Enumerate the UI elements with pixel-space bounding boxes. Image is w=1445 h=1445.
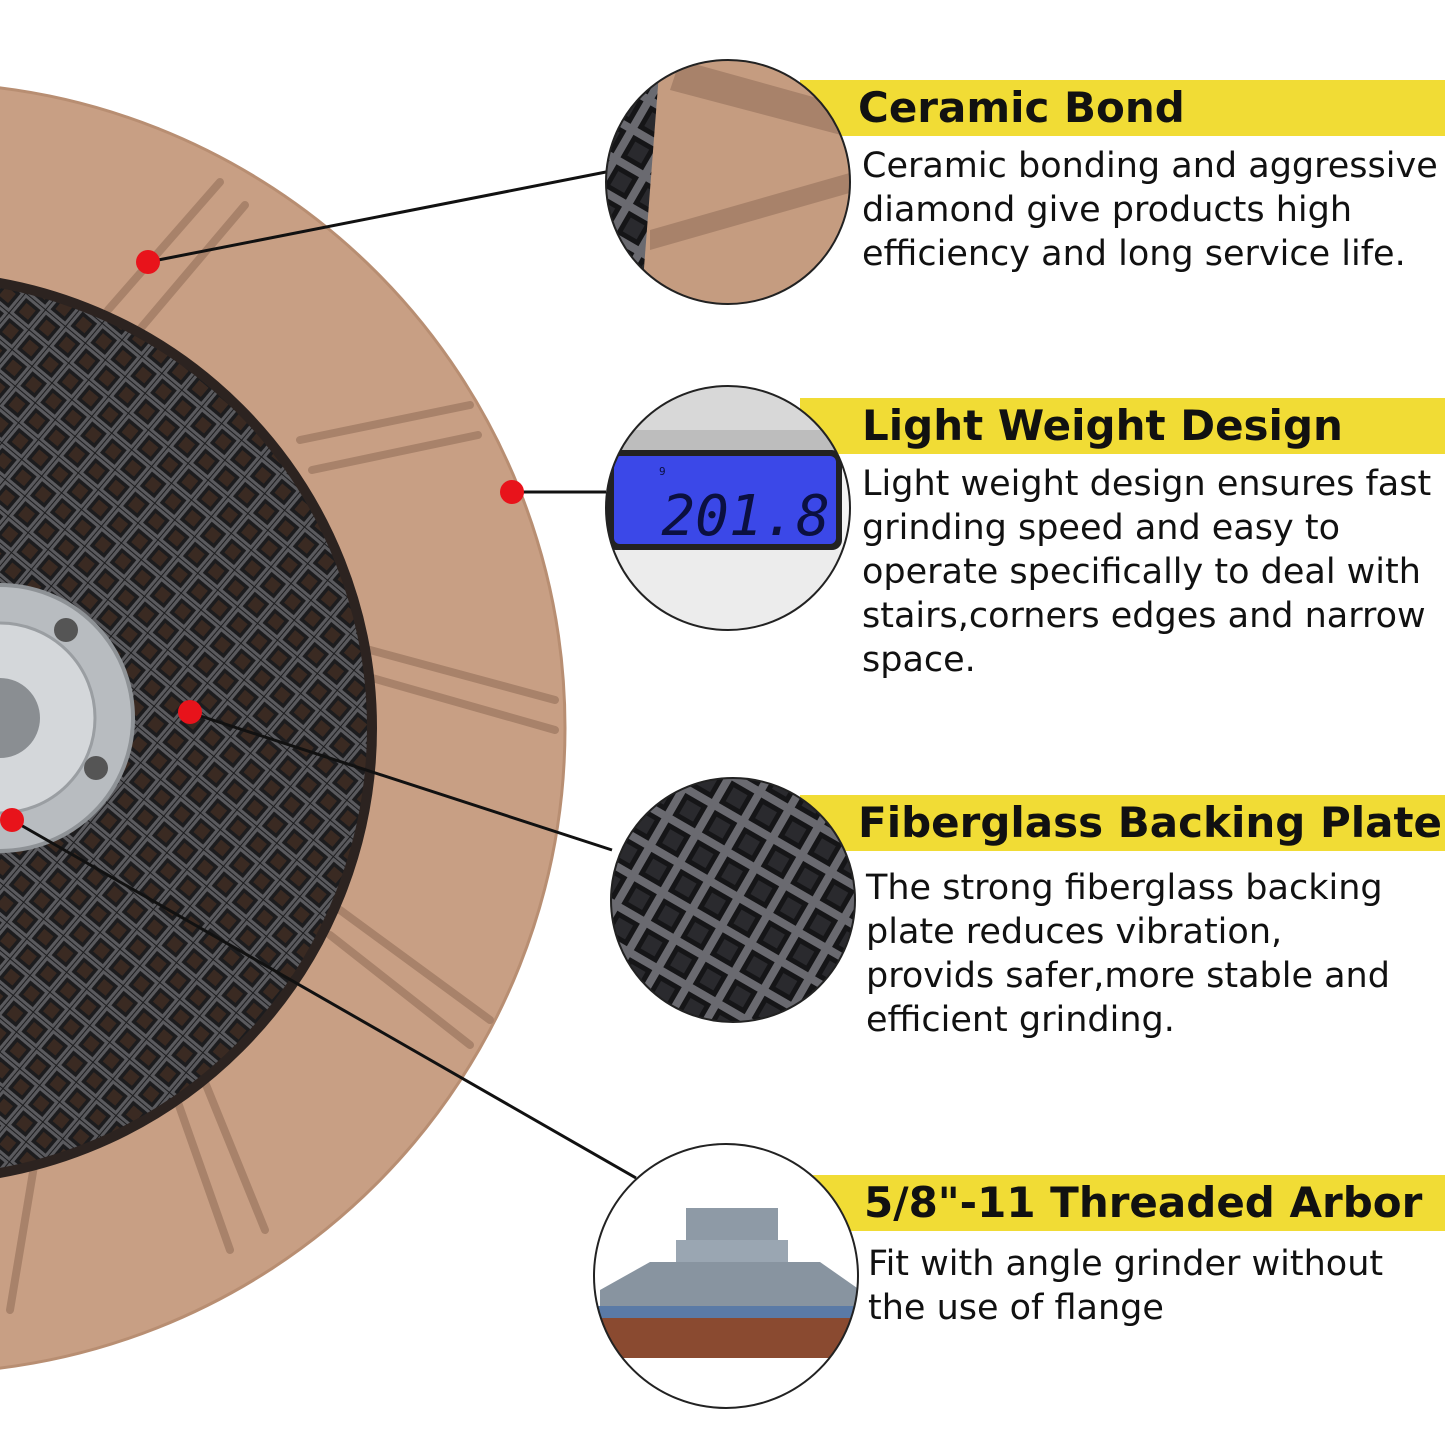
marker-dot bbox=[178, 700, 202, 724]
marker-dot bbox=[136, 250, 160, 274]
title-band bbox=[800, 1175, 1445, 1231]
fiberglass-mesh-closeup-icon bbox=[610, 777, 856, 1023]
scale-small-digit: 9 bbox=[659, 465, 666, 478]
scale-readout: 201.8 bbox=[661, 484, 830, 549]
fiberglass-backing bbox=[0, 283, 372, 1173]
marker-dots bbox=[0, 250, 524, 832]
threaded-arbor-closeup-icon bbox=[593, 1143, 859, 1409]
scale-display bbox=[614, 456, 836, 544]
grinding-wheel bbox=[0, 86, 567, 1370]
segment-grooves bbox=[6, 178, 559, 1314]
marker-dot bbox=[0, 808, 24, 832]
title-band bbox=[800, 398, 1445, 454]
leader-lines bbox=[11, 170, 637, 1180]
title-band bbox=[800, 795, 1445, 851]
marker-dot bbox=[500, 480, 524, 504]
title-band bbox=[800, 80, 1445, 136]
